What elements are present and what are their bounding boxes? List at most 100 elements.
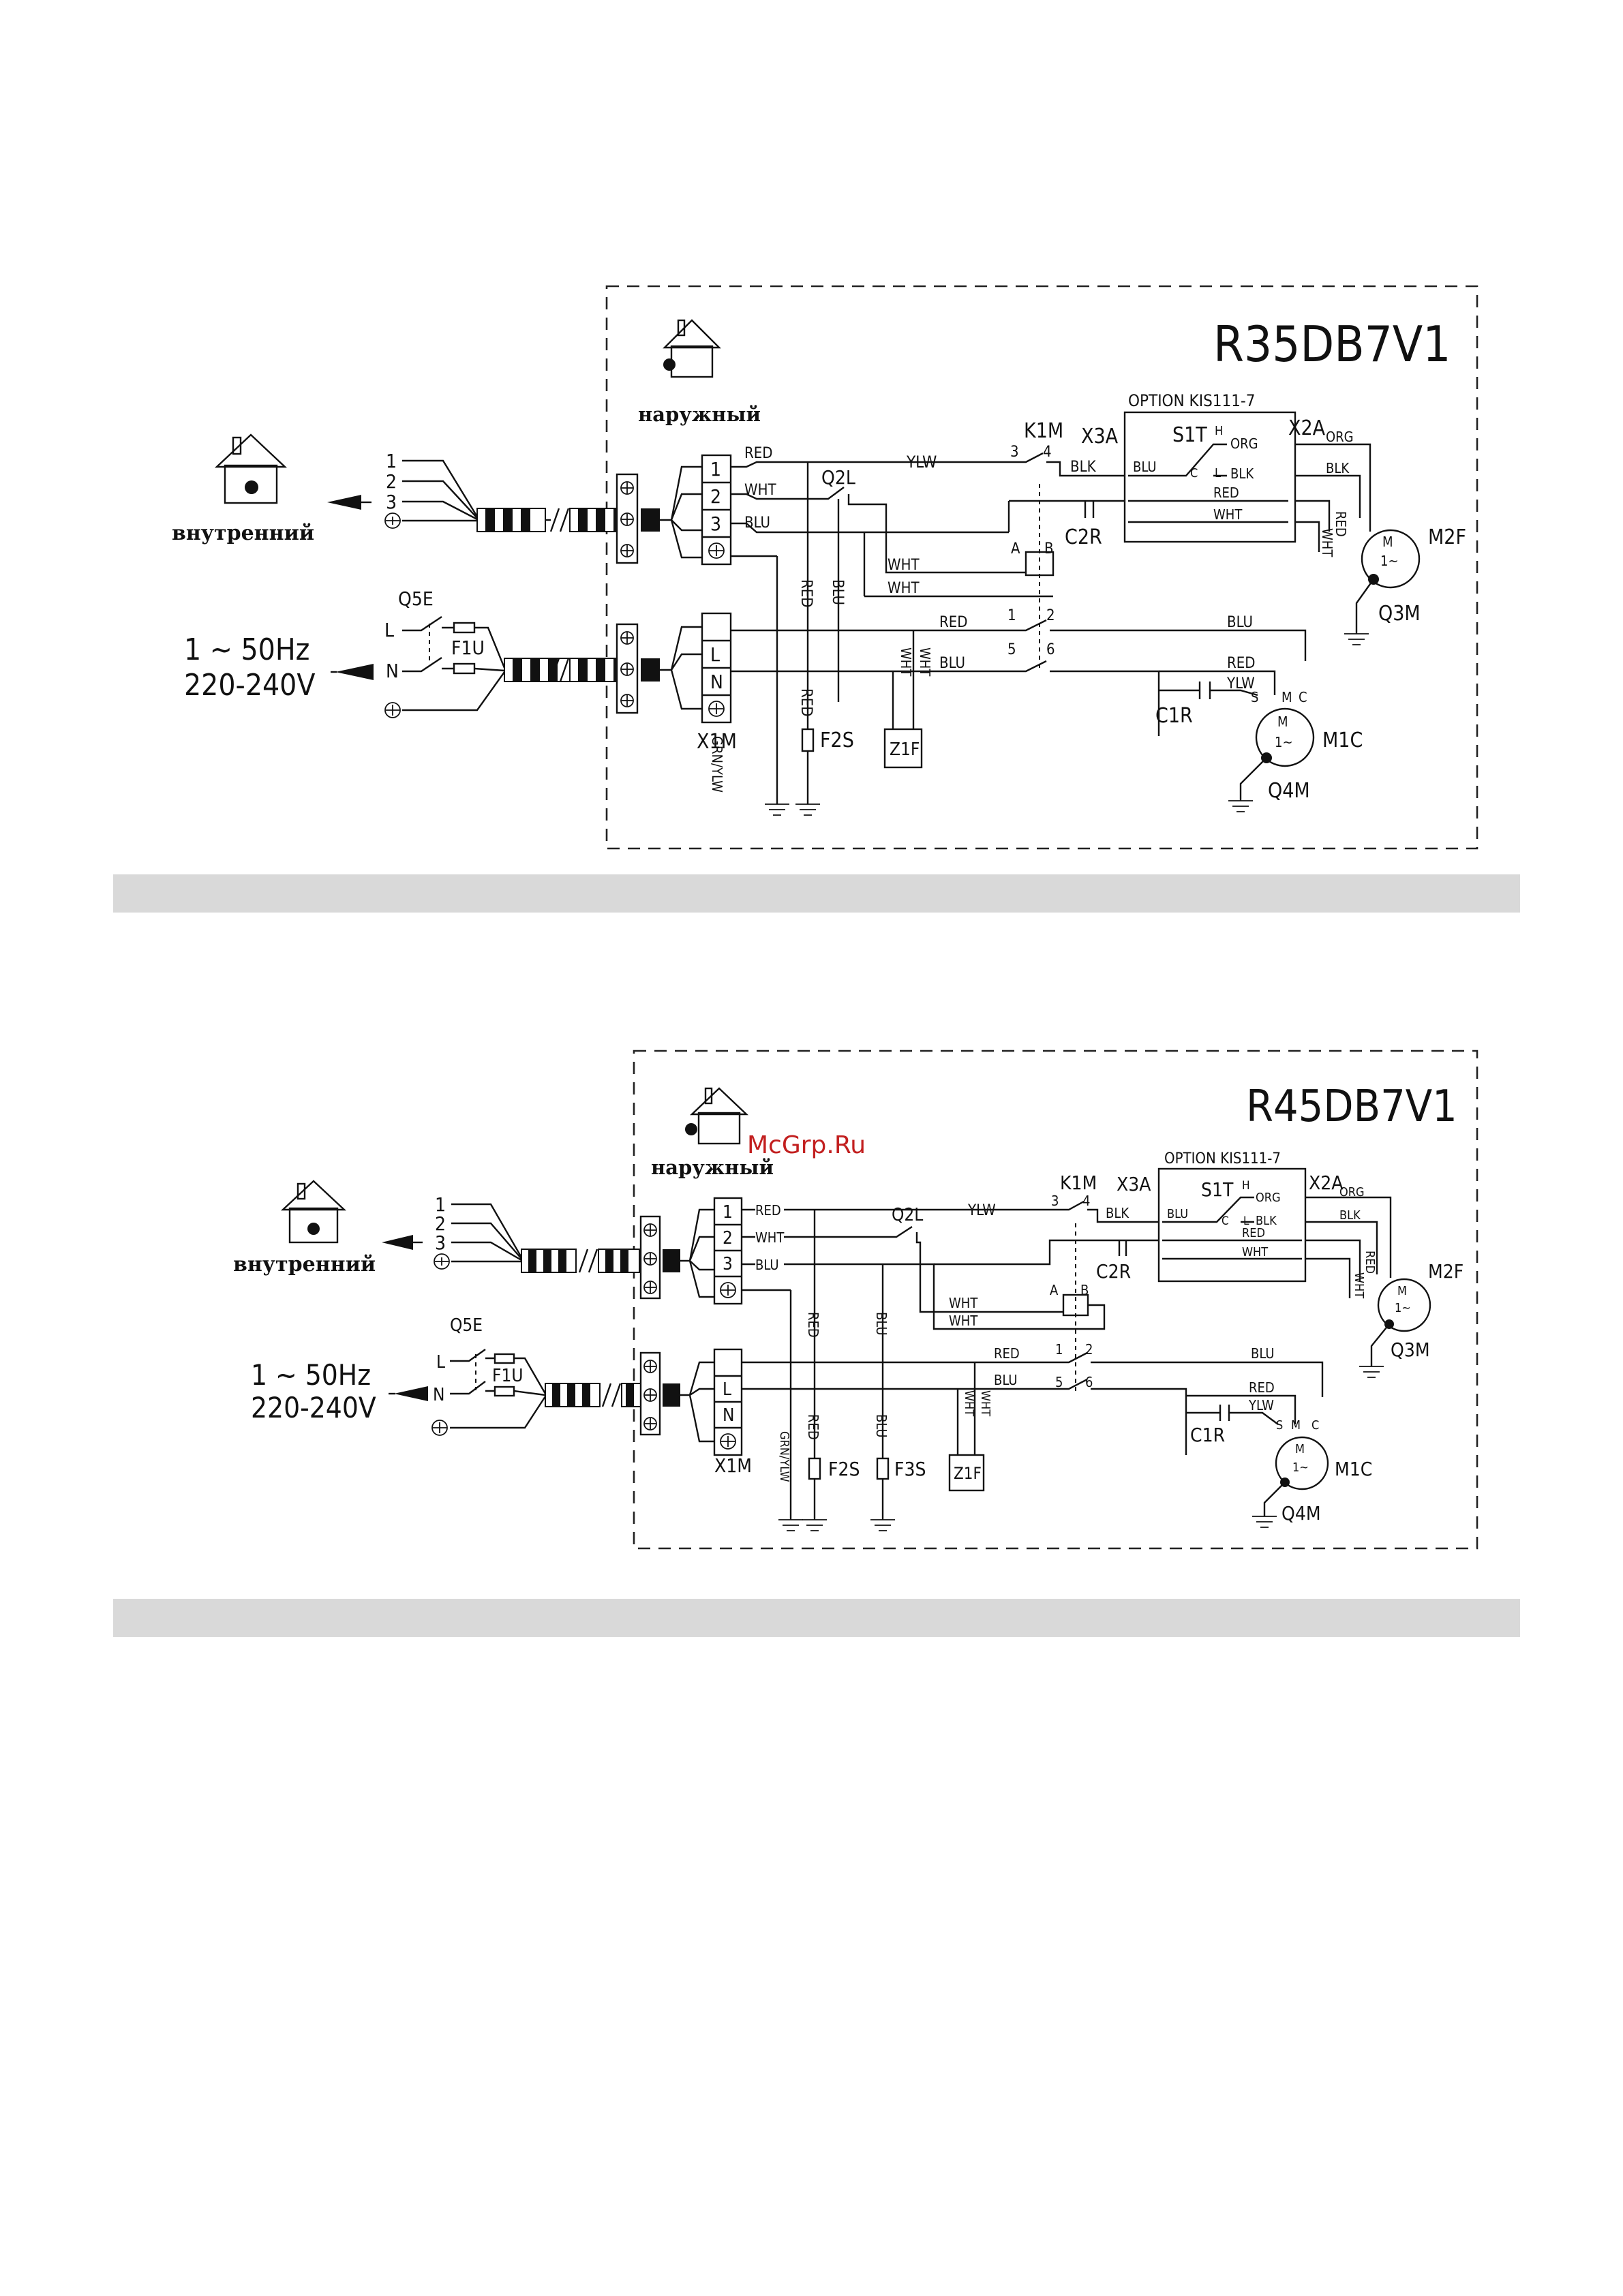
- svg-text:Z1F: Z1F: [890, 739, 920, 760]
- svg-text:OPTION KIS111-7: OPTION KIS111-7: [1164, 1150, 1281, 1167]
- svg-text:BLU: BLU: [755, 1257, 779, 1273]
- svg-text:X1M: X1M: [697, 730, 737, 754]
- outdoor-house-icon: [663, 319, 721, 378]
- section-divider-band: [113, 1599, 1520, 1637]
- svg-text:WHT: WHT: [1213, 506, 1243, 523]
- svg-text:L: L: [384, 619, 394, 641]
- svg-text:BLK: BLK: [1339, 1208, 1361, 1223]
- svg-text:WHT: WHT: [744, 482, 776, 499]
- svg-text:1~: 1~: [1395, 1301, 1411, 1315]
- svg-text:L: L: [723, 1379, 731, 1400]
- svg-text:1~: 1~: [1275, 734, 1293, 750]
- svg-text:ORG: ORG: [1230, 435, 1258, 452]
- outdoor-label: наружный: [638, 403, 761, 426]
- svg-text:YLW: YLW: [967, 1202, 996, 1219]
- svg-text:X3A: X3A: [1117, 1173, 1151, 1195]
- svg-text:Q2L: Q2L: [892, 1205, 923, 1225]
- svg-text:2: 2: [710, 485, 721, 508]
- indoor-arrow: [382, 1235, 413, 1250]
- svg-text:GRN/YLW: GRN/YLW: [709, 736, 725, 793]
- svg-text:1: 1: [710, 458, 721, 480]
- svg-text:Q2L: Q2L: [821, 466, 855, 489]
- svg-text:H: H: [1242, 1179, 1250, 1193]
- svg-text:RED: RED: [755, 1202, 781, 1219]
- svg-text:RED: RED: [1333, 511, 1349, 537]
- svg-text:OPTION KIS111-7: OPTION KIS111-7: [1128, 391, 1256, 410]
- svg-text:ORG: ORG: [1256, 1191, 1281, 1205]
- outdoor-unit-boundary: [605, 285, 1478, 850]
- noise-filter-z1f: [883, 728, 923, 769]
- svg-text:1: 1: [386, 450, 397, 472]
- indoor-label: внутренний: [233, 1253, 376, 1276]
- outdoor-unit-boundary: [633, 1050, 1478, 1550]
- option-kis111-7-box: [1123, 411, 1296, 543]
- svg-text:WHT: WHT: [978, 1390, 992, 1416]
- svg-text:BLK: BLK: [1256, 1214, 1277, 1228]
- svg-text:RED: RED: [939, 614, 968, 631]
- svg-text:S: S: [1251, 689, 1258, 705]
- svg-text:L: L: [436, 1352, 445, 1373]
- svg-text:5: 5: [1007, 641, 1016, 658]
- svg-text:F2S: F2S: [828, 1458, 860, 1480]
- indoor-house-icon: [214, 433, 288, 504]
- svg-text:BLK: BLK: [1070, 459, 1097, 476]
- svg-text:C: C: [1311, 1418, 1319, 1433]
- svg-text:A: A: [1011, 540, 1020, 557]
- svg-text:M: M: [1291, 1418, 1301, 1433]
- svg-text:YLW: YLW: [1226, 675, 1255, 692]
- svg-text:Q4M: Q4M: [1281, 1502, 1321, 1525]
- svg-text:WHT: WHT: [949, 1295, 978, 1311]
- power-input: 1 ~ 50Hz 220-240V L N Q5E F1U: [184, 587, 702, 718]
- svg-text:6: 6: [1085, 1374, 1093, 1390]
- wiring-diagram-r35db7v1: R35DB7V1 наружный внутренний 1 2 3: [172, 285, 1478, 850]
- fan-motor-m2f: [1377, 1278, 1431, 1332]
- svg-text:RED: RED: [1227, 655, 1256, 672]
- svg-text:M: M: [1397, 1284, 1407, 1298]
- fan-motor-m2f: [1361, 529, 1421, 589]
- svg-text:3: 3: [435, 1231, 446, 1254]
- svg-text:K1M: K1M: [1060, 1172, 1097, 1194]
- terminal-block-x1m: 1 2 3 L N: [701, 454, 732, 724]
- svg-text:BLU: BLU: [744, 515, 770, 532]
- svg-text:H: H: [1215, 424, 1223, 438]
- svg-text:1~: 1~: [1292, 1460, 1309, 1475]
- svg-text:4: 4: [1043, 444, 1052, 461]
- svg-text:BLK: BLK: [1230, 465, 1254, 482]
- svg-text:ORG: ORG: [1339, 1185, 1365, 1199]
- svg-text:BLK: BLK: [1106, 1205, 1129, 1221]
- svg-text:Q4M: Q4M: [1268, 779, 1310, 803]
- svg-text:3: 3: [1010, 444, 1019, 461]
- svg-text:RED: RED: [1249, 1379, 1275, 1396]
- svg-text:WHT: WHT: [1319, 528, 1335, 557]
- svg-text:B: B: [1080, 1282, 1089, 1298]
- svg-text:BLU: BLU: [1167, 1207, 1188, 1221]
- svg-text:F1U: F1U: [451, 637, 485, 659]
- power-input: 1 ~ 50Hz 220-240V L N Q5E F1U: [251, 1315, 714, 1443]
- svg-text:RED: RED: [1213, 485, 1239, 501]
- wiring-diagram-r45db7v1: R45DB7V1 наружный внутренний 1 2 3: [233, 1050, 1478, 1550]
- svg-text:M: M: [1277, 714, 1288, 730]
- indoor-label: внутренний: [172, 521, 314, 545]
- svg-text:WHT: WHT: [1242, 1245, 1268, 1259]
- outdoor-house-icon: [685, 1087, 749, 1145]
- svg-text:3: 3: [1051, 1193, 1059, 1209]
- svg-text:WHT: WHT: [888, 580, 920, 597]
- svg-text:Q3M: Q3M: [1391, 1338, 1430, 1361]
- svg-text:3: 3: [710, 512, 721, 535]
- svg-text:S1T: S1T: [1172, 423, 1207, 447]
- svg-text:M1C: M1C: [1335, 1458, 1372, 1480]
- svg-text:L: L: [710, 643, 720, 666]
- watermark-text: McGrp.Ru: [747, 1131, 866, 1159]
- svg-text:1 ~ 50Hz: 1 ~ 50Hz: [184, 632, 309, 667]
- compressor-motor-m1c: [1275, 1436, 1329, 1490]
- svg-text:M: M: [1295, 1442, 1305, 1456]
- svg-text:GRN/YLW: GRN/YLW: [777, 1431, 791, 1482]
- svg-text:C1R: C1R: [1155, 704, 1193, 728]
- svg-text:1: 1: [1055, 1341, 1063, 1358]
- svg-text:RED: RED: [994, 1345, 1020, 1362]
- svg-text:C: C: [1190, 466, 1198, 480]
- svg-text:N: N: [723, 1405, 735, 1426]
- terminal-block-x1m: 1 2 3 L N: [713, 1197, 743, 1456]
- svg-text:X2A: X2A: [1309, 1172, 1344, 1194]
